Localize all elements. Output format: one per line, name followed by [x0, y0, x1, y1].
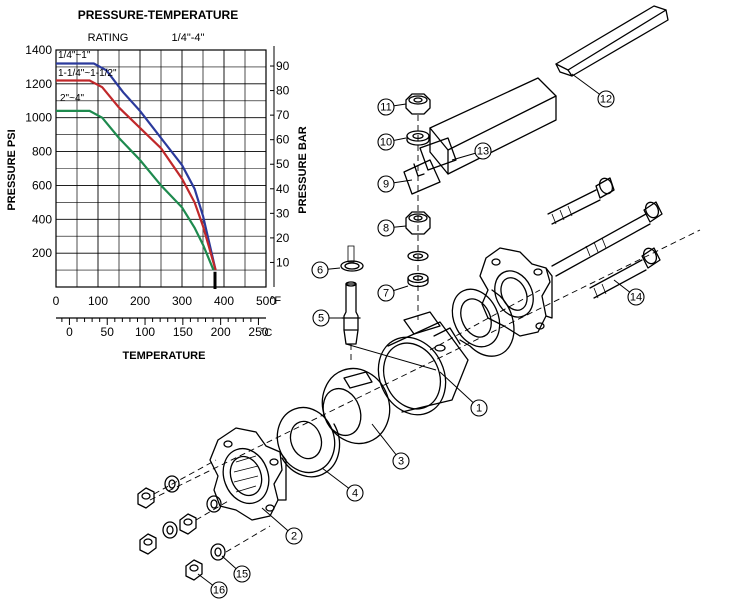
- f-tick-label: 500: [256, 294, 276, 308]
- psi-tick-label: 400: [32, 212, 52, 226]
- callout-number: 10: [380, 137, 392, 149]
- series-label-2: 1-1/4"~1-1/2": [58, 68, 117, 79]
- callout-8: 8: [377, 219, 407, 237]
- packing-rings-part: [407, 250, 429, 288]
- chart-rating-label: RATING: [88, 32, 129, 44]
- callout-number: 6: [317, 265, 323, 277]
- c-tick-label: 150: [173, 325, 193, 339]
- callout-number: 14: [630, 292, 642, 304]
- f-tick-label: 0: [53, 294, 60, 308]
- ball-part: [321, 367, 391, 445]
- callout-number: 8: [383, 223, 389, 235]
- psi-tick-label: 1200: [25, 77, 52, 91]
- psi-tick-label: 1000: [25, 111, 52, 125]
- callout-number: 1: [476, 403, 482, 415]
- chart-rating-range: 1/4"-4": [172, 32, 205, 44]
- callout-7: 7: [377, 284, 409, 302]
- c-tick-label: 200: [211, 325, 231, 339]
- right-seat-part: [451, 288, 515, 357]
- bar-tick-label: 50: [276, 157, 290, 171]
- c-tick-label: 0: [66, 325, 73, 339]
- callout-1: 1: [439, 371, 488, 417]
- f-tick-label: 300: [172, 294, 192, 308]
- callout-3: 3: [371, 423, 410, 470]
- plot-frame: [55, 49, 267, 288]
- callout-10: 10: [377, 133, 407, 151]
- right-end-cap-part: [479, 247, 553, 337]
- callout-9: 9: [377, 175, 413, 193]
- bolts-part: [547, 177, 663, 299]
- callout-4: 4: [321, 467, 364, 502]
- callout-number: 9: [383, 179, 389, 191]
- series-label-1: 1/4"~1": [58, 50, 91, 61]
- stem-nut-part: [405, 93, 431, 115]
- y-axis-title-psi: PRESSURE PSI: [6, 129, 18, 210]
- f-tick-label: 400: [214, 294, 234, 308]
- washer-part: [406, 130, 430, 146]
- series-line-2: [56, 79, 217, 271]
- bar-tick-label: 80: [276, 84, 290, 98]
- chart-ticks: 1400120010008006004002009080706050403020…: [25, 43, 289, 339]
- callout-11: 11: [377, 98, 407, 116]
- c-tick-label: 250: [248, 325, 268, 339]
- callout-number: 11: [380, 102, 391, 114]
- pressure-temperature-chart: PRESSURE-TEMPERATURE RATING 1/4"-4" 1400…: [6, 8, 309, 362]
- handle-sleeve-part: [555, 5, 669, 77]
- bar-tick-label: 10: [276, 255, 290, 269]
- series-line-1: [56, 62, 217, 271]
- packing-nut-part: [405, 211, 431, 235]
- seat-part: [276, 406, 341, 478]
- callout-number: 12: [600, 94, 612, 106]
- callout-number: 5: [318, 313, 324, 325]
- callout-6: 6: [311, 261, 341, 279]
- x-axis-title: TEMPERATURE: [123, 350, 206, 362]
- callout-number: 15: [236, 569, 248, 581]
- o-ring-part: [340, 260, 364, 272]
- bar-tick-label: 20: [276, 231, 290, 245]
- f-tick-label: 200: [130, 294, 150, 308]
- c-tick-label: 50: [101, 325, 115, 339]
- left-end-cap-part: [209, 427, 287, 521]
- bar-tick-label: 30: [276, 206, 290, 220]
- c-tick-label: 100: [135, 325, 155, 339]
- nuts-washers-part: [137, 459, 271, 581]
- bar-tick-label: 90: [276, 59, 290, 73]
- c-unit: °C: [260, 327, 272, 339]
- chart-curves: [56, 62, 217, 271]
- f-unit: °F: [270, 295, 281, 307]
- callout-12: 12: [571, 73, 615, 108]
- handle-part: [403, 77, 557, 195]
- callout-13: 13: [451, 142, 492, 161]
- y-axis-title-bar: PRESSURE BAR: [297, 126, 309, 213]
- bar-tick-label: 70: [276, 108, 290, 122]
- bar-tick-label: 40: [276, 182, 290, 196]
- callout-number: 16: [213, 585, 225, 597]
- valve-body-part: [377, 311, 469, 416]
- callout-2: 2: [261, 507, 303, 545]
- callout-number: 3: [398, 456, 404, 468]
- callout-5: 5: [312, 309, 344, 327]
- chart-grid: [55, 49, 267, 289]
- bar-tick-label: 60: [276, 133, 290, 147]
- callout-16: 16: [197, 573, 228, 599]
- psi-tick-label: 200: [32, 246, 52, 260]
- callout-number: 2: [291, 531, 297, 543]
- callout-14: 14: [613, 279, 645, 306]
- callout-number: 4: [352, 488, 358, 500]
- f-tick-label: 100: [88, 294, 108, 308]
- callout-15: 15: [221, 555, 251, 583]
- psi-tick-label: 800: [32, 145, 52, 159]
- series-line-3: [56, 109, 215, 271]
- chart-title: PRESSURE-TEMPERATURE: [78, 8, 238, 22]
- callout-number: 13: [477, 146, 489, 158]
- series-label-3: 2"~4": [60, 93, 85, 104]
- rating-limit-mark: [213, 271, 217, 289]
- psi-tick-label: 600: [32, 178, 52, 192]
- callout-number: 7: [383, 288, 389, 300]
- stem-part: [341, 245, 437, 371]
- psi-tick-label: 1400: [25, 43, 52, 57]
